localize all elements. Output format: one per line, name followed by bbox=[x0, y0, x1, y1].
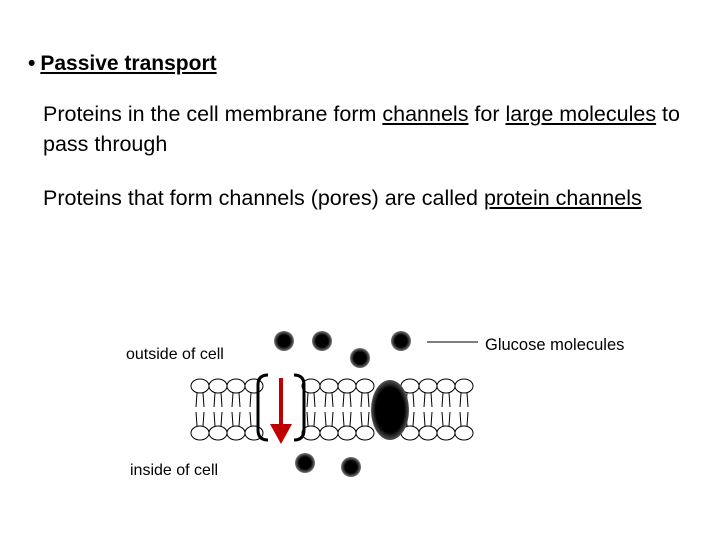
channel-right-wall bbox=[293, 373, 306, 442]
phospholipid-head bbox=[190, 425, 210, 441]
phospholipid-head bbox=[226, 378, 246, 394]
glucose-molecule bbox=[295, 453, 315, 473]
phospholipid-head bbox=[337, 378, 357, 394]
outside-of-cell-label: outside of cell bbox=[126, 346, 224, 363]
phospholipid-tail bbox=[448, 392, 451, 408]
phospholipid-head bbox=[190, 378, 210, 394]
phospholipid-tail bbox=[349, 392, 352, 408]
phospholipid-tail bbox=[423, 392, 426, 408]
phospholipid-tail bbox=[430, 411, 433, 427]
phospholipid-tail bbox=[331, 411, 334, 427]
phospholipid-tail bbox=[459, 392, 462, 408]
phospholipid-head bbox=[319, 425, 339, 441]
phospholipid-tail bbox=[306, 392, 309, 408]
phospholipid-tail bbox=[367, 411, 370, 427]
para1-text-3: to pass through bbox=[43, 102, 680, 156]
phospholipid-head bbox=[226, 425, 246, 441]
glucose-molecule bbox=[341, 457, 361, 477]
phospholipid-tail bbox=[195, 411, 198, 427]
phospholipid-tail bbox=[220, 411, 223, 427]
transport-arrow-head bbox=[270, 424, 292, 444]
heading-title: Passive transport bbox=[40, 52, 217, 75]
phospholipid-head bbox=[436, 378, 456, 394]
phospholipid-tail bbox=[360, 411, 363, 427]
glucose-molecule bbox=[274, 331, 294, 351]
phospholipid-tail bbox=[313, 392, 316, 408]
phospholipid-tail bbox=[423, 411, 426, 427]
phospholipid-tail bbox=[220, 392, 223, 408]
phospholipid-head bbox=[337, 425, 357, 441]
phospholipid-tail bbox=[441, 411, 444, 427]
phospholipid-head bbox=[244, 378, 264, 394]
para1-term-channels: channels bbox=[382, 102, 469, 126]
phospholipid-tail bbox=[313, 411, 316, 427]
phospholipid-tail bbox=[324, 392, 327, 408]
phospholipid-tail bbox=[213, 411, 216, 427]
phospholipid-tail bbox=[231, 392, 234, 408]
phospholipid-tail bbox=[448, 411, 451, 427]
phospholipid-tail bbox=[412, 411, 415, 427]
phospholipid-head bbox=[418, 378, 438, 394]
phospholipid-tail bbox=[459, 411, 462, 427]
carrier-protein bbox=[371, 380, 409, 440]
phospholipid-tail bbox=[231, 411, 234, 427]
para1-text-1: Proteins in the cell membrane form bbox=[43, 102, 383, 126]
phospholipid-tail bbox=[367, 392, 370, 408]
phospholipid-head bbox=[436, 425, 456, 441]
phospholipid-tail bbox=[349, 411, 352, 427]
para1-term-large-molecules: large molecules bbox=[505, 102, 657, 126]
phospholipid-head bbox=[208, 378, 228, 394]
glucose-molecule bbox=[312, 331, 332, 351]
section-heading: •Passive transport bbox=[28, 52, 217, 76]
phospholipid-tail bbox=[412, 392, 415, 408]
phospholipid-tail bbox=[306, 411, 309, 427]
phospholipid-head bbox=[418, 425, 438, 441]
glucose-molecule bbox=[350, 348, 370, 368]
channel-left-wall bbox=[256, 373, 269, 442]
phospholipid-tail bbox=[238, 411, 241, 427]
phospholipid-tail bbox=[195, 392, 198, 408]
phospholipid-tail bbox=[466, 392, 469, 408]
phospholipid-tail bbox=[466, 411, 469, 427]
phospholipid-tail bbox=[238, 392, 241, 408]
phospholipid-tail bbox=[430, 392, 433, 408]
glucose-molecules-label: Glucose molecules bbox=[485, 336, 625, 354]
phospholipid-tail bbox=[249, 411, 252, 427]
phospholipid-head bbox=[355, 425, 375, 441]
para2-term-protein-channels: protein channels bbox=[483, 186, 642, 210]
phospholipid-head bbox=[208, 425, 228, 441]
phospholipid-bilayer bbox=[190, 378, 474, 441]
phospholipid-tail bbox=[213, 392, 216, 408]
phospholipid-tail bbox=[441, 392, 444, 408]
glucose-molecule bbox=[391, 331, 411, 351]
phospholipid-tail bbox=[324, 411, 327, 427]
phospholipid-tail bbox=[202, 411, 205, 427]
para1-text-2: for bbox=[468, 102, 506, 126]
phospholipid-head bbox=[319, 378, 339, 394]
phospholipid-tail bbox=[342, 411, 345, 427]
phospholipid-tail bbox=[202, 392, 205, 408]
paragraph-channels: Proteins in the cell membrane form chann… bbox=[43, 99, 683, 159]
phospholipid-tail bbox=[342, 392, 345, 408]
phospholipid-tail bbox=[360, 392, 363, 408]
phospholipid-tail bbox=[331, 392, 334, 408]
para2-text-1: Proteins that form channels (pores) are … bbox=[43, 186, 484, 210]
phospholipid-tail bbox=[249, 392, 252, 408]
inside-of-cell-label: inside of cell bbox=[130, 462, 219, 479]
phospholipid-head bbox=[355, 378, 375, 394]
bullet-icon: • bbox=[28, 52, 36, 75]
phospholipid-head bbox=[454, 425, 474, 441]
paragraph-protein-channels: Proteins that form channels (pores) are … bbox=[43, 183, 683, 213]
phospholipid-head bbox=[454, 378, 474, 394]
